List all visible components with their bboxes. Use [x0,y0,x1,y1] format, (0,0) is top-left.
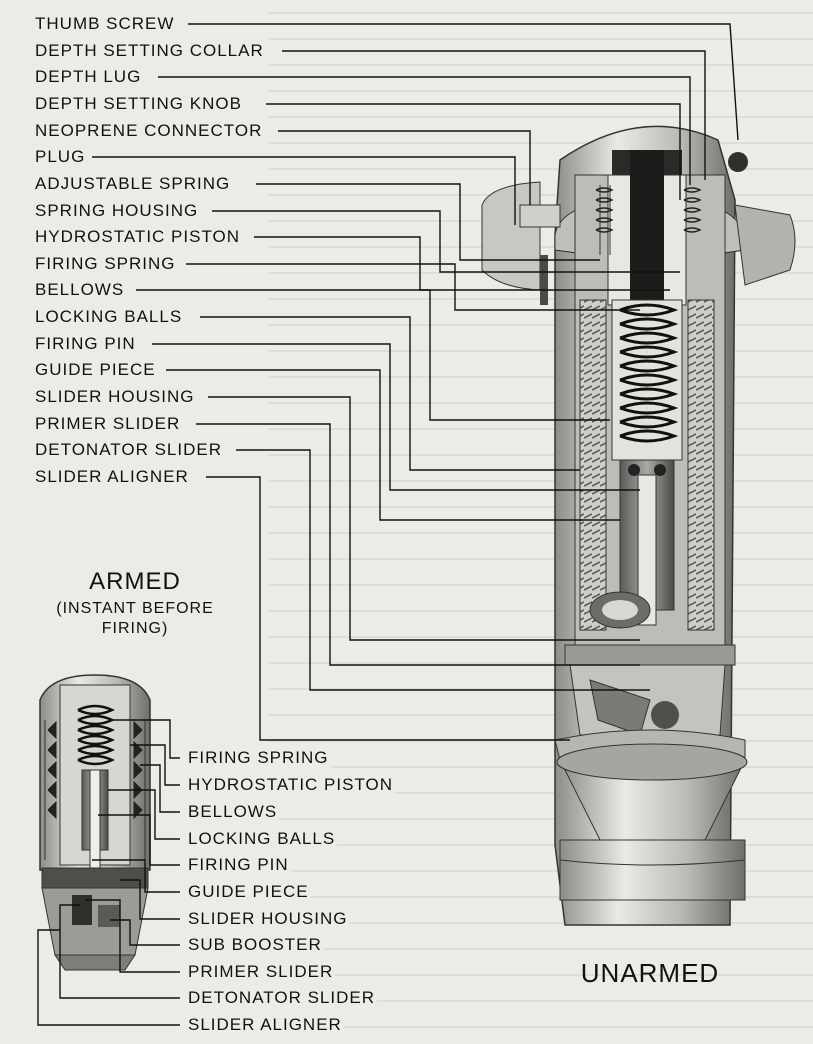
label-spring-housing: SPRING HOUSING [33,201,201,221]
armed-label-slider-aligner: SLIDER ALIGNER [186,1015,344,1035]
armed-label-hydrostatic-piston: HYDROSTATIC PISTON [186,775,396,795]
armed-label-locking-balls: LOCKING BALLS [186,829,338,849]
label-adjustable-spring: ADJUSTABLE SPRING [33,174,233,194]
label-plug: PLUG [33,147,88,167]
armed-label-bellows: BELLOWS [186,802,280,822]
armed-assembly [39,674,151,971]
label-depth-setting-knob: DEPTH SETTING KNOB [33,94,244,114]
unarmed-title: UNARMED [580,958,720,988]
armed-subtitle-line2: FIRING) [101,620,169,637]
label-hydrostatic-piston: HYDROSTATIC PISTON [33,227,243,247]
label-locking-balls: LOCKING BALLS [33,307,185,327]
label-slider-aligner: SLIDER ALIGNER [33,467,191,487]
armed-subtitle-line1: (INSTANT BEFORE [56,600,214,617]
label-detonator-slider: DETONATOR SLIDER [33,440,224,460]
label-firing-pin: FIRING PIN [33,334,138,354]
armed-label-primer-slider: PRIMER SLIDER [186,962,336,982]
armed-title: ARMED [89,568,181,595]
armed-label-firing-spring: FIRING SPRING [186,748,331,768]
armed-label-sub-booster: SUB BOOSTER [186,935,324,955]
armed-label-slider-housing: SLIDER HOUSING [186,909,350,929]
label-bellows: BELLOWS [33,280,127,300]
label-depth-lug: DEPTH LUG [33,67,144,87]
unarmed-assembly [481,125,796,926]
label-slider-housing: SLIDER HOUSING [33,387,197,407]
armed-label-guide-piece: GUIDE PIECE [186,882,311,902]
armed-label-detonator-slider: DETONATOR SLIDER [186,988,377,1008]
label-neoprene-connector: NEOPRENE CONNECTOR [33,121,265,141]
label-depth-setting-collar: DEPTH SETTING COLLAR [33,41,266,61]
label-guide-piece: GUIDE PIECE [33,360,158,380]
armed-label-firing-pin: FIRING PIN [186,855,291,875]
label-firing-spring: FIRING SPRING [33,254,178,274]
armed-leader-lines [37,719,180,1026]
main-leader-lines [92,23,739,741]
label-thumb-screw: THUMB SCREW [33,14,177,34]
label-primer-slider: PRIMER SLIDER [33,414,183,434]
